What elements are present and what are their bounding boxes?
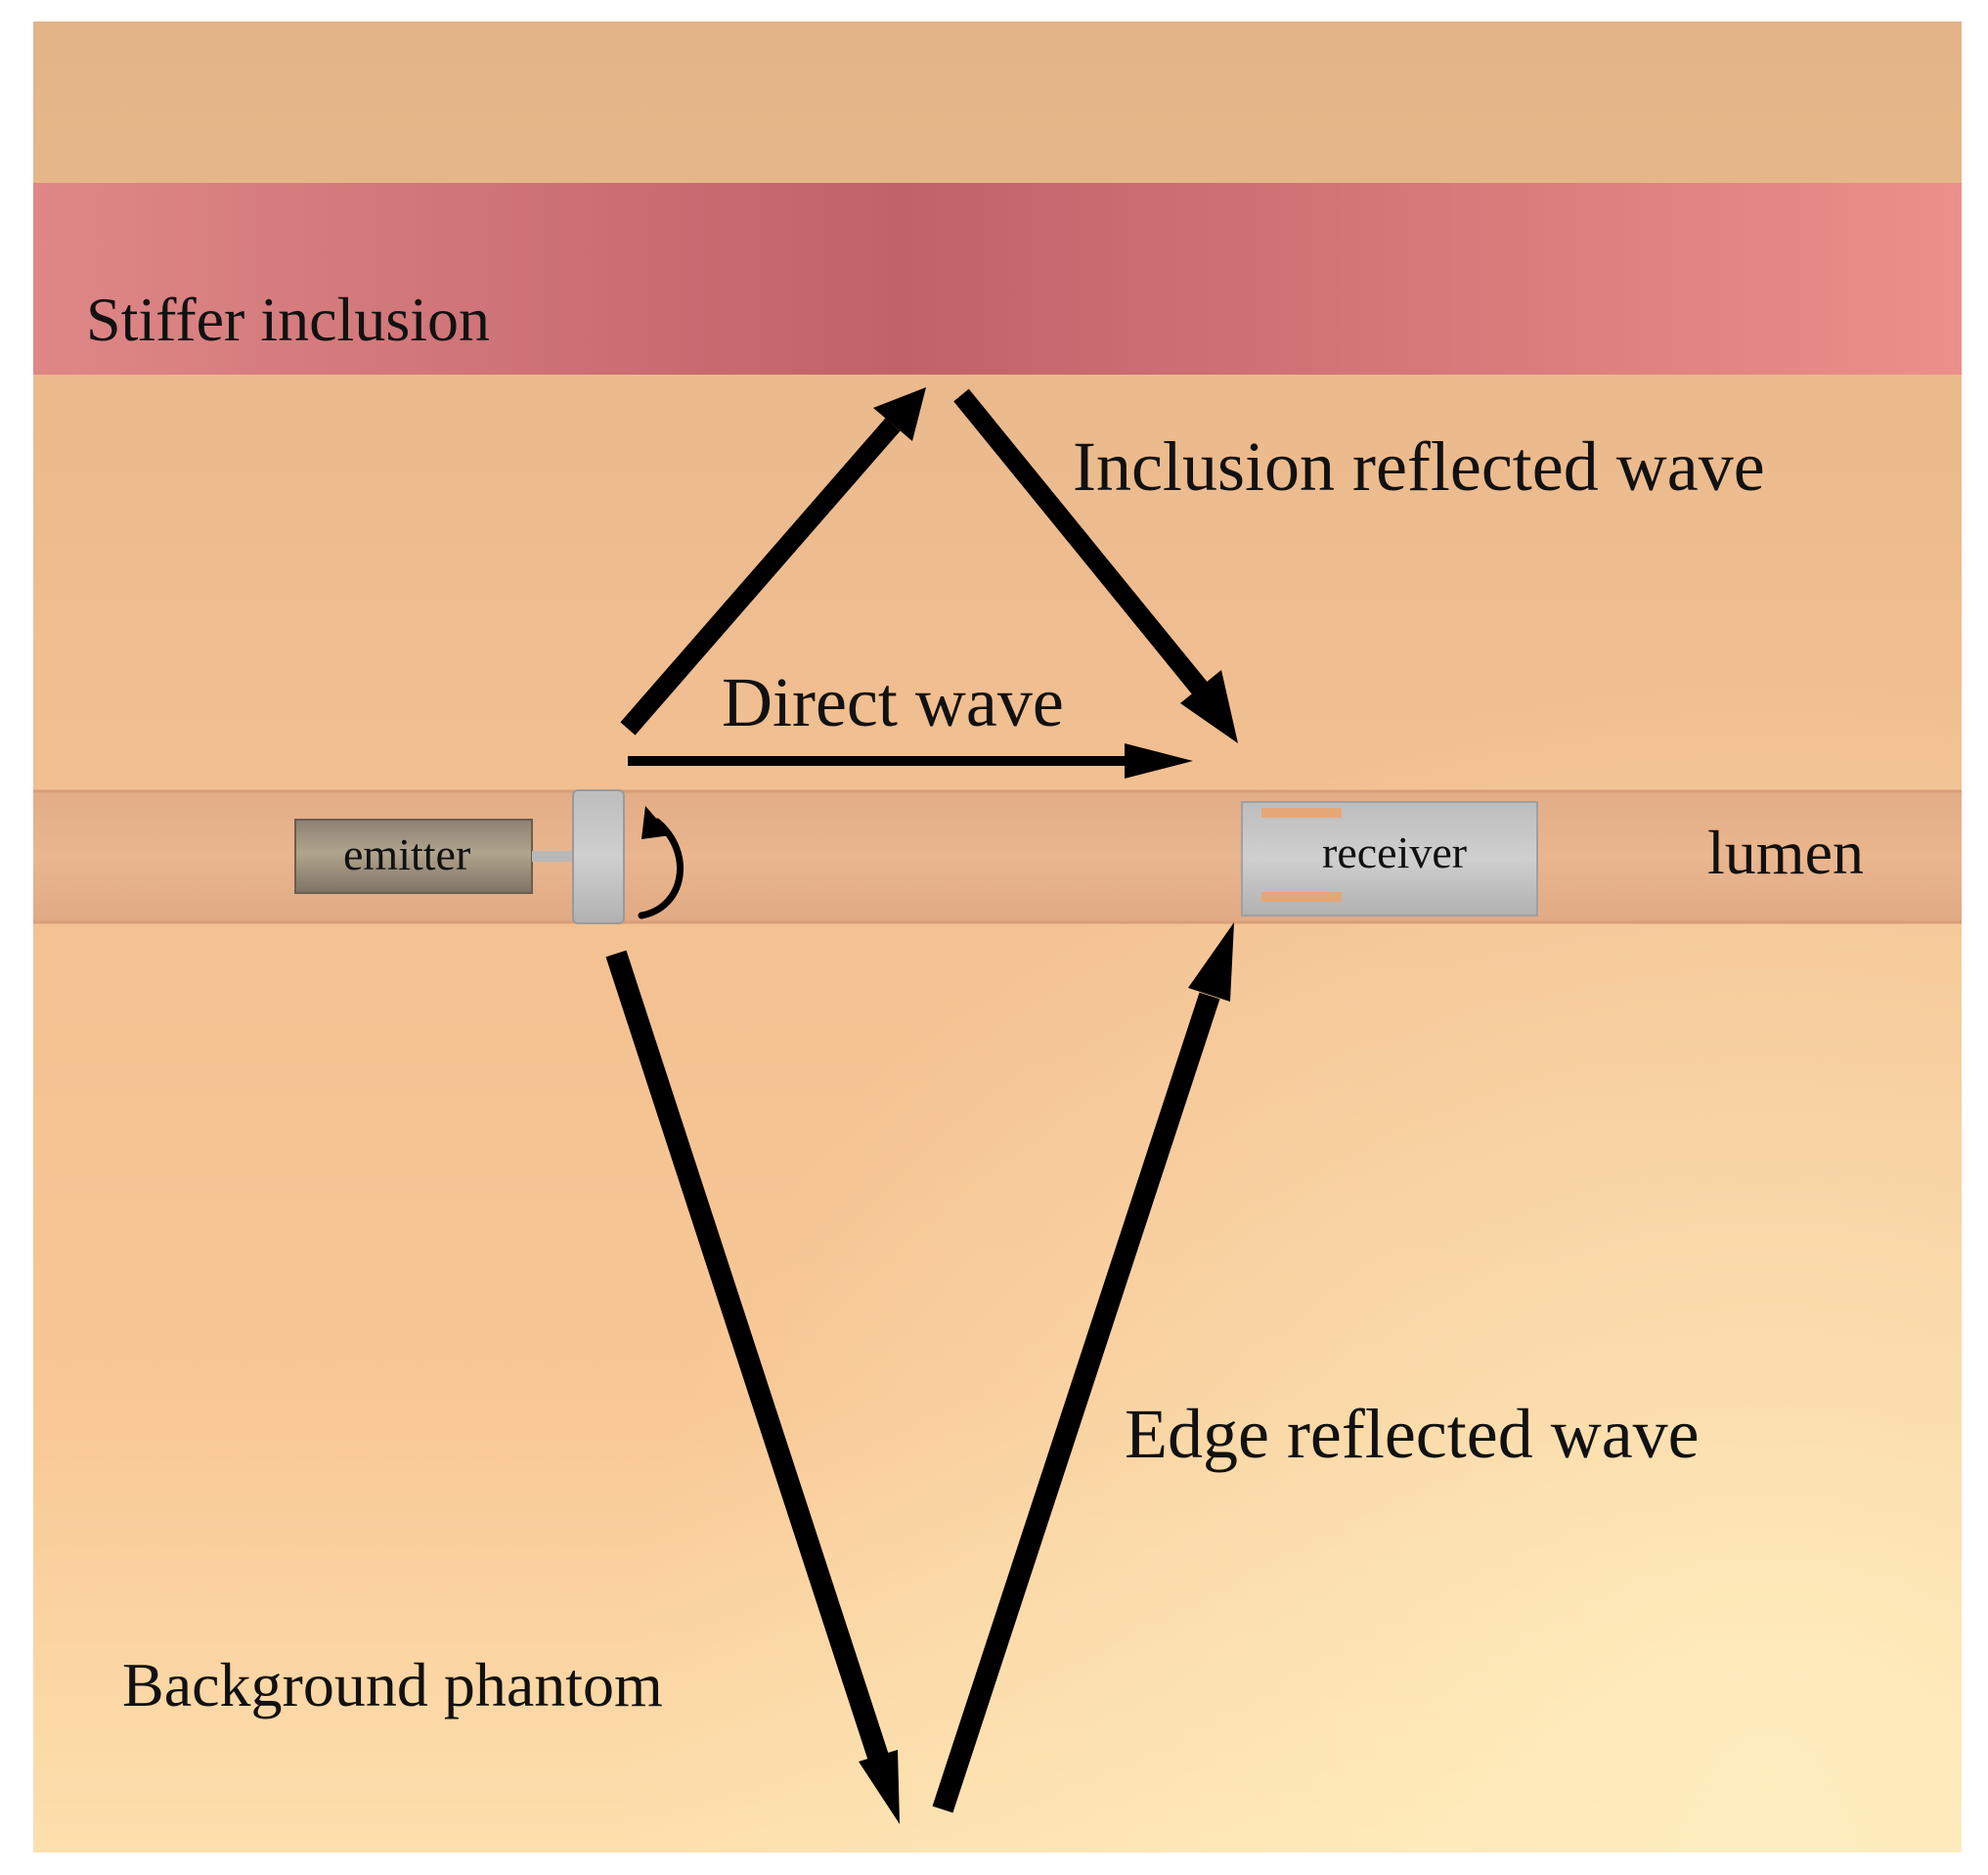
receiver-label: receiver xyxy=(1322,827,1467,877)
emitter-label: emitter xyxy=(343,829,470,879)
receiver-bottom-slot xyxy=(1261,892,1342,902)
lumen-label: lumen xyxy=(1707,818,1864,887)
stiffer-inclusion-band xyxy=(33,183,1962,375)
rotation-arrow-icon xyxy=(638,806,684,919)
background-phantom-label: Background phantom xyxy=(122,1650,663,1719)
receiver-top-slot xyxy=(1261,808,1342,818)
edge-reflected-wave-label: Edge reflected wave xyxy=(1125,1395,1700,1473)
inclusion-reflected-wave-arrows xyxy=(620,387,1238,743)
emitter-device xyxy=(294,789,625,924)
edge-reflected-wave-arrows xyxy=(605,922,1234,1824)
direct-wave-label: Direct wave xyxy=(722,663,1064,741)
emitter-disc xyxy=(572,789,625,924)
emitter-shaft xyxy=(532,851,573,862)
direct-wave-arrow xyxy=(628,743,1193,779)
receiver-device xyxy=(1241,801,1538,916)
stiffer-inclusion-label: Stiffer inclusion xyxy=(86,285,490,354)
inclusion-reflected-wave-label: Inclusion reflected wave xyxy=(1073,427,1765,506)
